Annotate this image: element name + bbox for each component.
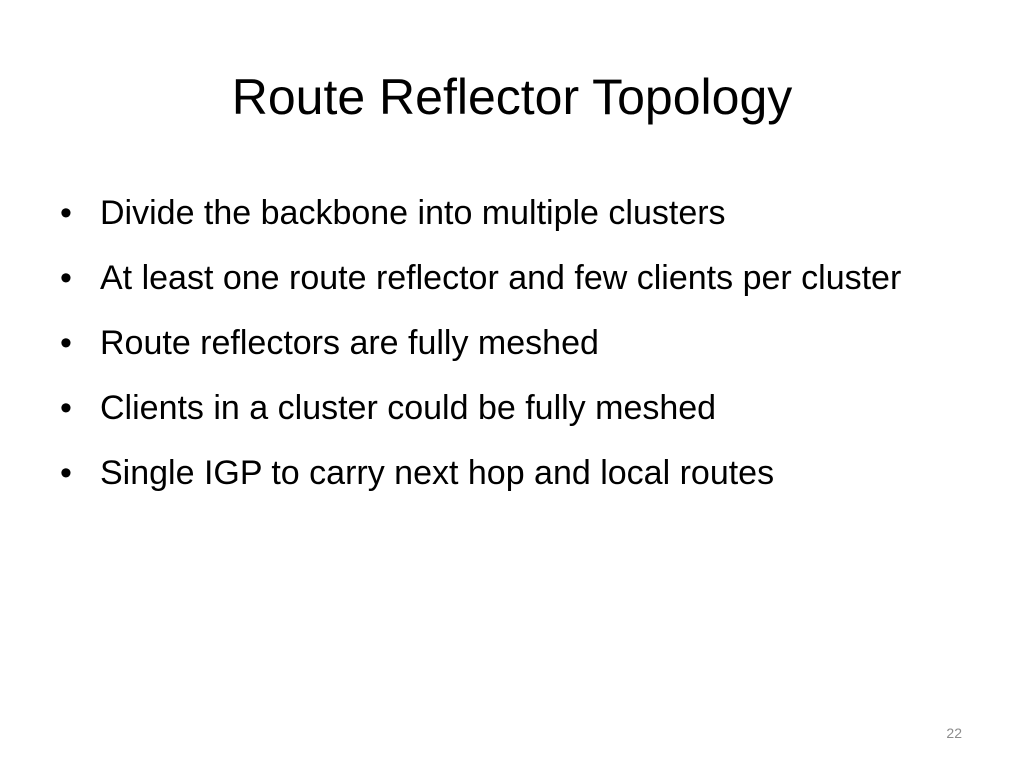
bullet-text: Route reflectors are fully meshed [100,324,599,362]
bullet-item: • At least one route reflector and few c… [58,255,958,301]
bullet-text: Single IGP to carry next hop and local r… [100,454,775,492]
bullet-dot-icon: • [60,259,72,297]
bullet-dot-icon: • [60,194,72,232]
bullet-item: • Route reflectors are fully meshed [58,320,958,366]
slide-number: 22 [946,725,962,741]
bullet-item: • Single IGP to carry next hop and local… [58,450,958,496]
bullet-item: • Divide the backbone into multiple clus… [58,190,958,236]
bullet-text: Divide the backbone into multiple cluste… [100,194,726,232]
bullet-dot-icon: • [60,389,72,427]
bullet-item: • Clients in a cluster could be fully me… [58,385,958,431]
bullet-text: Clients in a cluster could be fully mesh… [100,389,717,427]
slide-title: Route Reflector Topology [231,69,793,125]
bullet-text: At least one route reflector and few cli… [100,259,902,297]
bullet-list: • Divide the backbone into multiple clus… [58,190,958,515]
bullet-dot-icon: • [60,324,72,362]
bullet-dot-icon: • [60,454,72,492]
